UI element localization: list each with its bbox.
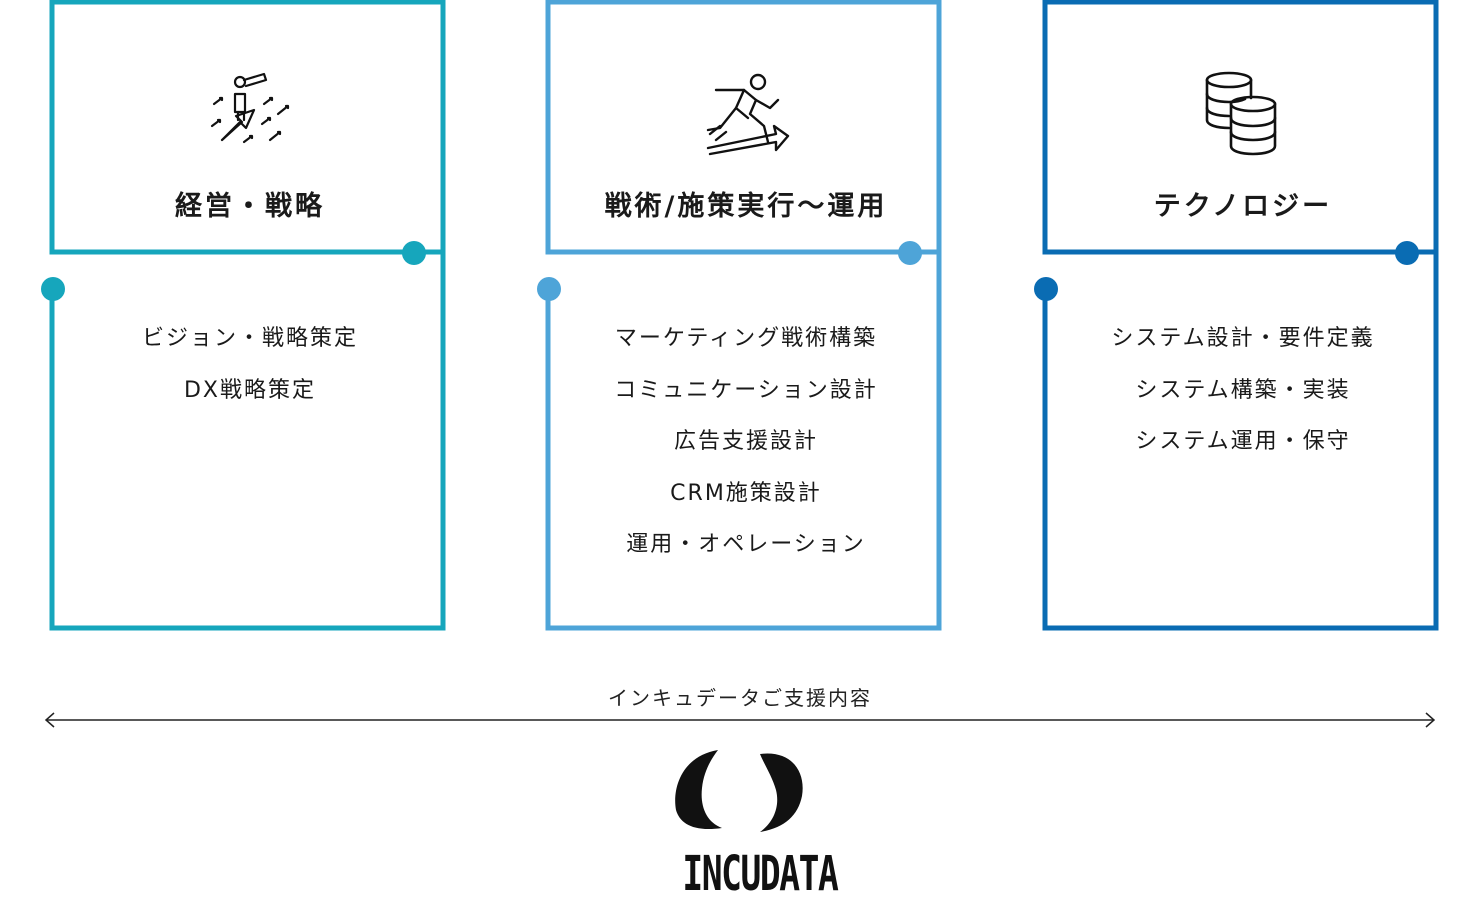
database-icon [1205, 71, 1277, 156]
list-item: システム設計・要件定義 [1111, 326, 1375, 351]
list-item: システム構築・実装 [1135, 377, 1351, 403]
list-item: コミュニケーション設計 [614, 377, 878, 403]
column-strategy: 経営・戦略 ビジョン・戦略策定 DX戦略策定 [41, 0, 450, 640]
list-item: ビジョン・戦略策定 [141, 326, 358, 351]
list-item: DX戦略策定 [183, 377, 316, 403]
column-frame [537, 0, 942, 631]
telescope-growth-icon [210, 72, 290, 144]
double-arrow-icon [44, 712, 1436, 728]
incudata-logo-icon [675, 750, 803, 832]
list-item: システム運用・保守 [1135, 429, 1351, 454]
logo-wordmark: INCUDATA [682, 846, 838, 902]
item-list: ビジョン・戦略策定 DX戦略策定 [50, 322, 450, 425]
list-item: 広告支援設計 [673, 429, 818, 454]
column-title: テクノロジー [1153, 191, 1333, 222]
column-tactics: 戦術/施策実行〜運用 マーケティング戦術構築 コミュニケーション設計 広告支援設… [537, 0, 946, 640]
list-item: CRM施策設計 [670, 480, 822, 506]
item-list: システム設計・要件定義 システム構築・実装 システム運用・保守 [1043, 322, 1443, 477]
column-technology: テクノロジー システム設計・要件定義 システム構築・実装 システム運用・保守 [1034, 0, 1443, 640]
column-title: 経営・戦略 [175, 191, 325, 222]
column-frame [41, 0, 446, 631]
column-frame [1034, 0, 1439, 631]
list-item: 運用・オペレーション [626, 532, 866, 557]
running-person-icon [706, 73, 790, 156]
item-list: マーケティング戦術構築 コミュニケーション設計 広告支援設計 CRM施策設計 運… [546, 322, 946, 580]
list-item: マーケティング戦術構築 [614, 326, 878, 351]
support-scope-caption: インキュデータご支援内容 [608, 686, 872, 710]
incudata-logo: INCUDATA [660, 748, 839, 902]
column-title: 戦術/施策実行〜運用 [604, 191, 888, 222]
